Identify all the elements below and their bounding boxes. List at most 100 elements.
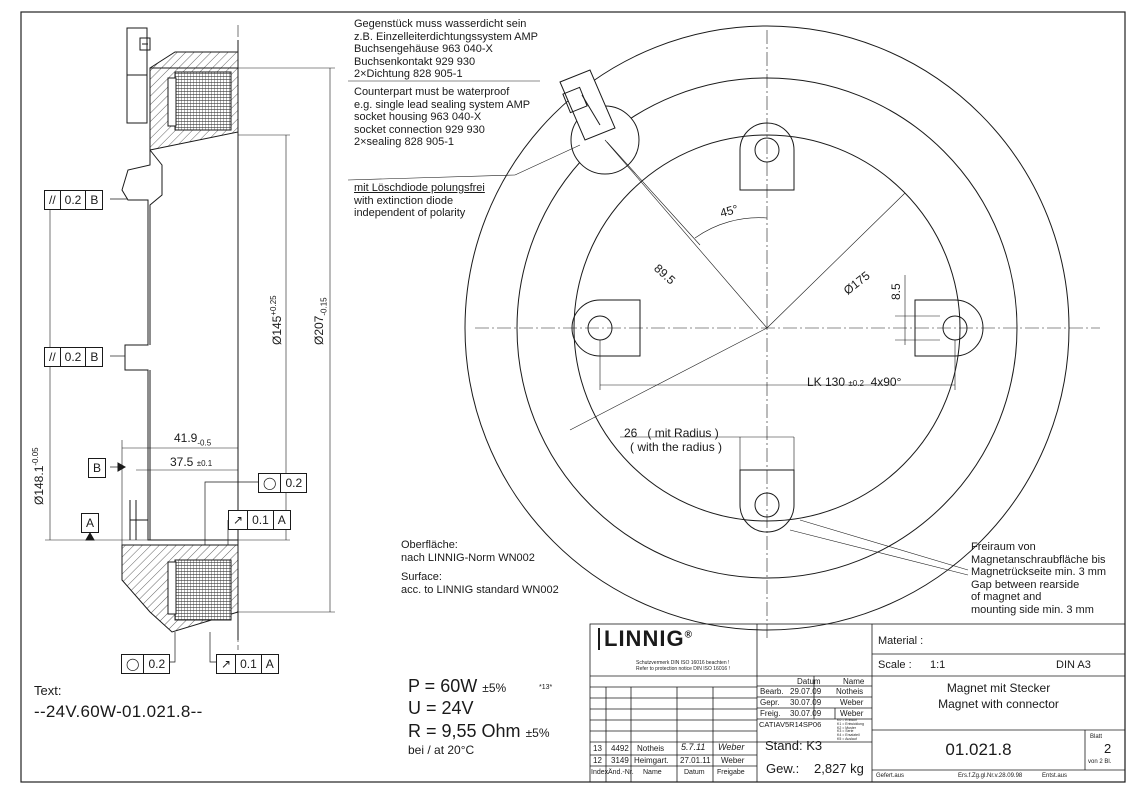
datum-ref: B <box>90 350 99 364</box>
footer-entst: Entst.aus <box>1042 773 1068 779</box>
spec-tolerance: ±5% <box>482 681 507 695</box>
company-logo: LINNIG® <box>598 628 693 650</box>
tolerance-value: 0.1 <box>248 511 274 529</box>
rev-index: 12 <box>593 756 602 765</box>
tolerance-frame-parallelism: // 0.2 B <box>44 190 104 210</box>
surface-note-line: Surface: <box>401 571 442 584</box>
datum-letter: B <box>93 461 102 475</box>
footer-gefert: Gefert.aus <box>876 773 905 779</box>
spec-note: *13* <box>539 684 553 691</box>
sheet-of: von 2 Bl. <box>1088 759 1112 765</box>
connector-note-de: Gegenstück muss wasserdicht sein z.B. Ei… <box>354 18 538 81</box>
diode-note: mit Löschdiode polungsfrei with extincti… <box>354 182 485 220</box>
dim-d145: Ø145+0.25 <box>269 295 284 345</box>
tolerance-value: 0.2 <box>148 657 166 671</box>
row-date: 30.07.09 <box>790 709 822 718</box>
status-codes: K0 = Entwurf K1 = Entwicklung K2 = Muste… <box>837 718 864 742</box>
material-label: Material : <box>878 635 924 647</box>
connector-note-line: socket housing 963 040-X <box>354 111 482 124</box>
status-code: K5 = Auslauf <box>837 736 857 741</box>
dim-w41: 41.9-0.5 <box>174 432 211 447</box>
connector-note-line: Gegenstück muss wasserdicht sein <box>354 18 527 30</box>
title-de: Magnet mit Stecker <box>946 681 1051 695</box>
connector-note-line: socket connection 929 930 <box>354 123 485 136</box>
dim-d207: Ø207-0.15 <box>312 297 329 345</box>
connector-shape <box>559 69 640 175</box>
dim-value: 37.5 <box>170 455 194 469</box>
rev-name: Heimgart. <box>634 756 669 765</box>
dim-w26: 26 ( mit Radius ) <box>624 427 719 439</box>
rev-sign: Weber <box>721 756 745 765</box>
datum-letter: A <box>86 516 95 530</box>
dim-d148: Ø148.1-0.05 <box>31 447 46 505</box>
logo-mark: ® <box>684 629 693 641</box>
title-en: Magnet with connector <box>938 697 1059 711</box>
scale-label: Scale : <box>878 659 912 671</box>
connector-note-line: z.B. Einzelleiterdichtungssystem AMP <box>354 30 539 43</box>
row-date: 29.07.09 <box>790 687 822 696</box>
connector-note-line: 2×Dichtung 828 905-1 <box>354 68 463 81</box>
runout-icon: ↗ <box>217 655 237 673</box>
rev-header: Index <box>591 769 609 776</box>
footer-ersatz: Ers.f.Zg.gl.Nr.v.28.09.98 <box>958 773 1023 779</box>
tolerance-frame-circularity: ◯ 0.2 <box>258 473 308 493</box>
dim-value: 26 <box>624 426 638 440</box>
row-label: Freig. <box>760 709 781 718</box>
connector-note-line: e.g. single lead sealing system AMP <box>354 98 531 111</box>
logo-text: LINNIG <box>604 626 685 651</box>
rev-nr: 4492 <box>611 744 629 753</box>
clearance-note-line: of magnet and <box>971 591 1042 604</box>
clearance-note: Freiraum von Magnetanschraubfläche bis M… <box>971 541 1106 617</box>
format-value: DIN A3 <box>1056 659 1091 671</box>
row-label: Gepr. <box>760 698 780 707</box>
spec-resistance: R = 9,55 Ohm ±5% <box>408 722 550 740</box>
datum-label-b: B <box>88 458 107 478</box>
rev-header: Änd.-Nr. <box>608 769 634 776</box>
surface-note-line: Oberfläche: <box>401 539 458 551</box>
dim-tolerance: +0.25 <box>269 295 278 316</box>
connector-note-line: Buchsenkontakt 929 930 <box>354 55 476 68</box>
dim-tolerance: ±0.2 <box>848 379 864 388</box>
row-label: Bearb. <box>760 687 784 696</box>
tolerance-frame-runout: ↗ 0.1 A <box>228 510 291 530</box>
surface-note-line: acc. to LINNIG standard WN002 <box>401 583 559 596</box>
surface-note-line: nach LINNIG-Norm WN002 <box>401 551 535 564</box>
spec-power: P = 60W ±5% <box>408 677 506 695</box>
dim-value: Ø145 <box>270 315 284 345</box>
tolerance-value: 0.2 <box>61 348 87 366</box>
diode-note-line: independent of polarity <box>354 207 466 220</box>
circularity-icon: ◯ <box>122 655 145 673</box>
spec-temperature: bei / at 20°C <box>408 743 475 757</box>
tolerance-frame-parallelism: // 0.2 B <box>44 347 104 367</box>
diode-note-line: with extinction diode <box>354 194 454 207</box>
weight-label: Gew.: <box>766 761 800 776</box>
connector-note-line: Counterpart must be waterproof <box>354 86 510 98</box>
col-datum: Datum <box>797 677 821 686</box>
row-date: 30.07.09 <box>790 698 822 707</box>
spec-voltage: U = 24V <box>408 698 474 718</box>
circularity-icon: ◯ <box>259 474 282 492</box>
status-code: K0 = Entwurf <box>837 718 858 722</box>
sheet-number: 2 <box>1104 741 1112 756</box>
connector-note-en: Counterpart must be waterproof e.g. sing… <box>354 86 530 149</box>
runout-icon: ↗ <box>229 511 249 529</box>
dim-tolerance: -0.15 <box>319 297 329 316</box>
row-name: Notheis <box>836 687 864 696</box>
tolerance-value: 0.1 <box>236 655 262 673</box>
protection-note: Schutzvermerk DIN ISO 16016 beachten ! R… <box>636 660 730 672</box>
tolerance-value: 0.2 <box>285 476 303 490</box>
section-view <box>45 25 335 663</box>
datum-ref: B <box>90 193 99 207</box>
weight-value: 2,827 kg <box>814 761 864 776</box>
tolerance-frame-circularity: ◯ 0.2 <box>121 654 171 674</box>
clearance-note-line: Magnetrückseite min. 3 mm <box>971 566 1107 579</box>
dim-w26-en: ( with the radius ) <box>630 440 723 454</box>
front-view <box>347 25 1100 640</box>
diode-note-line: mit Löschdiode polungsfrei <box>354 182 485 194</box>
status-code: K2 = Muster <box>837 725 856 730</box>
parallelism-icon: // <box>45 191 61 209</box>
dim-w37: 37.5 ±0.1 <box>170 456 212 468</box>
rev-date: 5.7.11 <box>681 742 706 752</box>
col-name: Name <box>843 677 865 686</box>
